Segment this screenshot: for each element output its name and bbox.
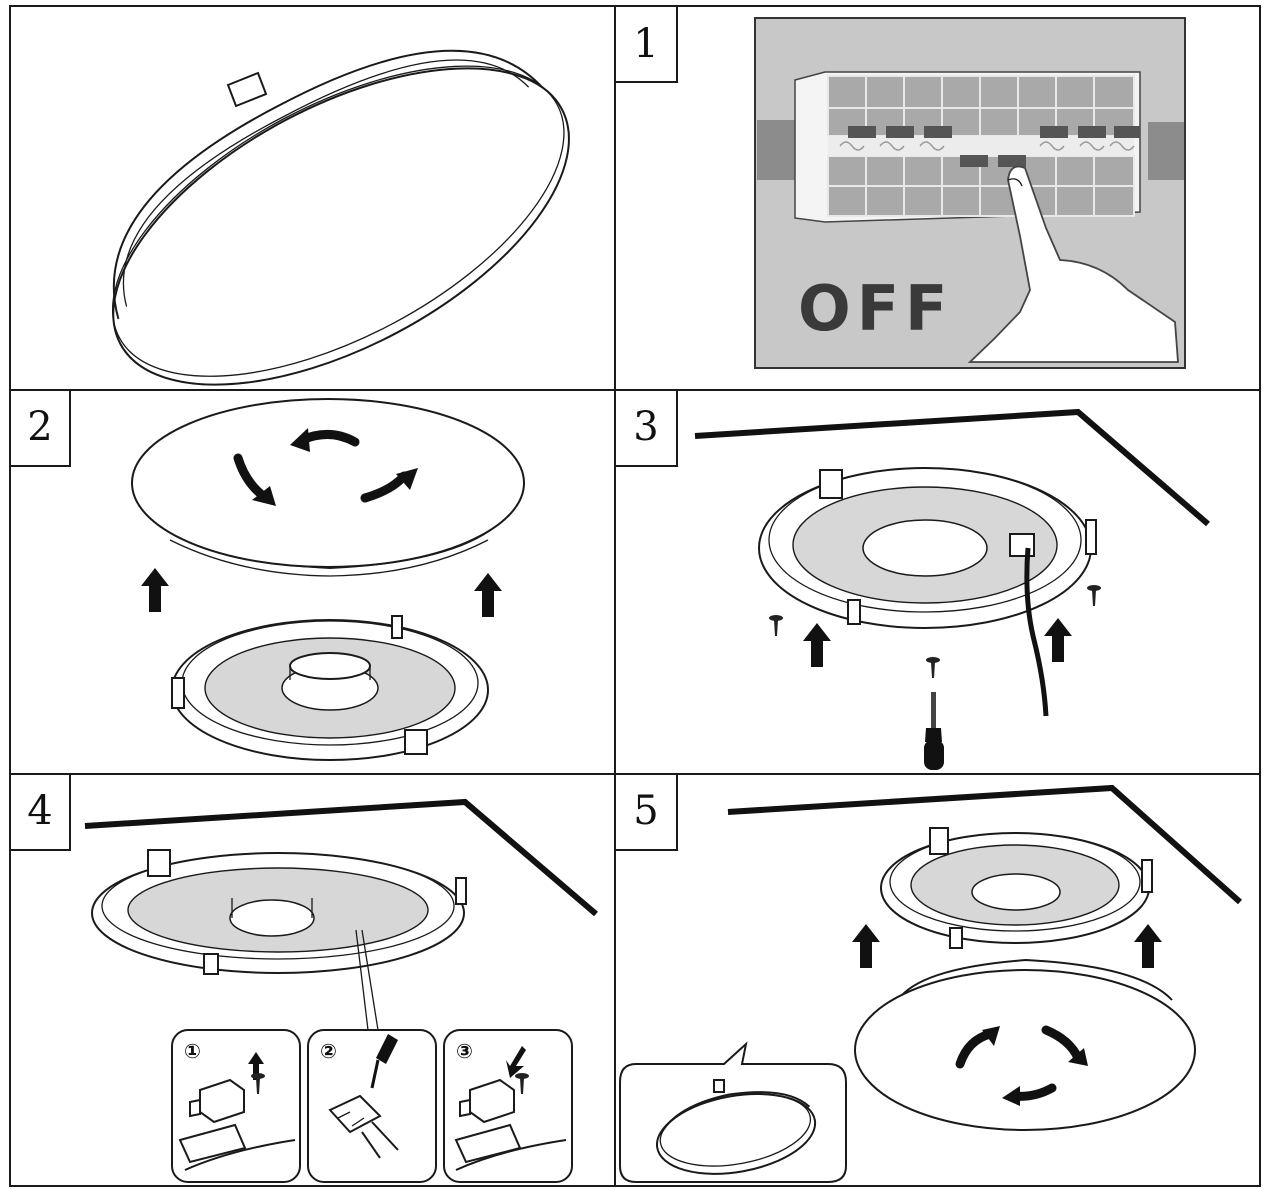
screw-icon bbox=[769, 615, 783, 636]
terminal-block-icon bbox=[328, 1094, 399, 1159]
detail-callout bbox=[619, 1041, 847, 1183]
step-5-panel: 5 bbox=[614, 773, 1242, 1183]
up-arrow-icon bbox=[1044, 618, 1072, 662]
mounting-plate-icon bbox=[758, 467, 1097, 629]
mounting-plate-icon bbox=[880, 827, 1153, 949]
breaker-switches bbox=[848, 126, 1140, 167]
substep-1-card: ① bbox=[171, 1029, 301, 1183]
step-number: 1 bbox=[633, 21, 658, 67]
substep-2-card: ② bbox=[307, 1029, 437, 1183]
ceiling-line bbox=[727, 784, 1242, 905]
substep-3-card: ③ bbox=[443, 1029, 573, 1183]
step-number-box bbox=[614, 5, 678, 83]
substep-number: ③ bbox=[456, 1039, 473, 1063]
lamp-cover-icon bbox=[655, 1091, 817, 1175]
terminal-block-icon bbox=[178, 1078, 296, 1171]
up-arrow-icon bbox=[1134, 924, 1162, 968]
step-4-panel: 4 ① ② bbox=[9, 773, 598, 1183]
mounting-plate-icon bbox=[91, 849, 467, 975]
step-number: 5 bbox=[633, 788, 658, 834]
lamp-cover-icon bbox=[131, 398, 525, 577]
screw-icon bbox=[926, 657, 940, 678]
terminal-block-icon bbox=[454, 1078, 567, 1171]
up-arrow-icon bbox=[141, 568, 169, 612]
lamp-cover-icon bbox=[854, 958, 1196, 1131]
up-arrow-icon bbox=[474, 573, 502, 617]
screwdriver-icon bbox=[924, 692, 944, 770]
hand-icon bbox=[967, 165, 1179, 363]
step-number: 4 bbox=[27, 788, 52, 834]
step-number: 2 bbox=[27, 404, 52, 450]
lamp-cover-icon bbox=[111, 49, 570, 386]
step-3-panel: 3 bbox=[614, 389, 1210, 770]
product-panel bbox=[111, 49, 570, 386]
off-label: OFF bbox=[798, 272, 953, 345]
step-number-box bbox=[614, 389, 678, 467]
mounting-plate-icon bbox=[171, 615, 489, 761]
ceiling-line bbox=[84, 798, 598, 917]
step-2-panel: 2 bbox=[9, 389, 525, 761]
breaker-box-icon bbox=[757, 71, 1184, 223]
up-arrow-icon bbox=[852, 924, 880, 968]
step-number-box bbox=[9, 773, 71, 851]
substep-number: ② bbox=[320, 1039, 337, 1063]
step-1-panel: 1 bbox=[614, 5, 1186, 369]
step-number-box bbox=[614, 773, 678, 851]
screw-icon bbox=[1087, 585, 1101, 606]
up-arrow-icon bbox=[803, 623, 831, 667]
step-number-box bbox=[9, 389, 71, 467]
power-cable-icon bbox=[1024, 547, 1049, 717]
screwdriver-icon bbox=[370, 1034, 398, 1089]
substep-number: ① bbox=[184, 1039, 201, 1063]
step-number: 3 bbox=[633, 404, 658, 450]
ceiling-line bbox=[694, 408, 1210, 527]
